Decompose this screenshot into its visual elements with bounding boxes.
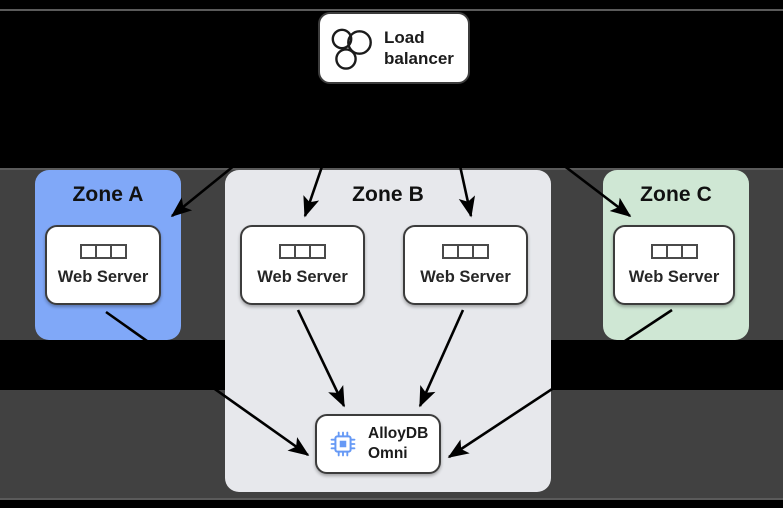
zone-b-web-server-1-label: Web Server	[257, 267, 348, 286]
server-rack-icon	[442, 243, 489, 259]
zone-c-web-server-label: Web Server	[628, 267, 720, 286]
background-band	[0, 500, 783, 508]
load-balancer-label-line2: balancer	[384, 49, 454, 68]
zone-b-web-server-1[interactable]: Web Server	[240, 225, 365, 305]
zone-b-web-server-2-label: Web Server	[420, 267, 511, 286]
server-rack-icon	[279, 243, 326, 259]
zone-a-web-server[interactable]: Web Server	[45, 225, 161, 305]
cpu-chip-icon	[329, 430, 357, 458]
load-balancer-node[interactable]: Load balancer	[318, 12, 470, 84]
server-rack-icon	[79, 243, 127, 259]
zone-a-label: Zone A	[72, 183, 144, 206]
zone-c-web-server[interactable]: Web Server	[613, 225, 735, 305]
three-circles-icon	[331, 26, 373, 70]
alloydb-omni-label-line2: Omni	[368, 445, 408, 462]
background-band	[0, 9, 783, 11]
zone-b-web-server-2[interactable]: Web Server	[403, 225, 528, 305]
alloydb-omni-label: AlloyDB Omni	[368, 424, 428, 464]
background-band	[0, 168, 783, 170]
zone-a-web-server-label: Web Server	[57, 267, 149, 286]
background-band	[0, 498, 783, 500]
server-rack-icon	[650, 243, 698, 259]
zone-c-label: Zone C	[640, 183, 712, 206]
zone-b-label: Zone B	[352, 183, 424, 206]
background-band	[0, 0, 783, 9]
load-balancer-label: Load balancer	[384, 27, 454, 69]
load-balancer-label-line1: Load	[384, 28, 425, 47]
alloydb-omni-label-line1: AlloyDB	[368, 425, 429, 442]
alloydb-omni-node[interactable]: AlloyDB Omni	[315, 414, 441, 474]
